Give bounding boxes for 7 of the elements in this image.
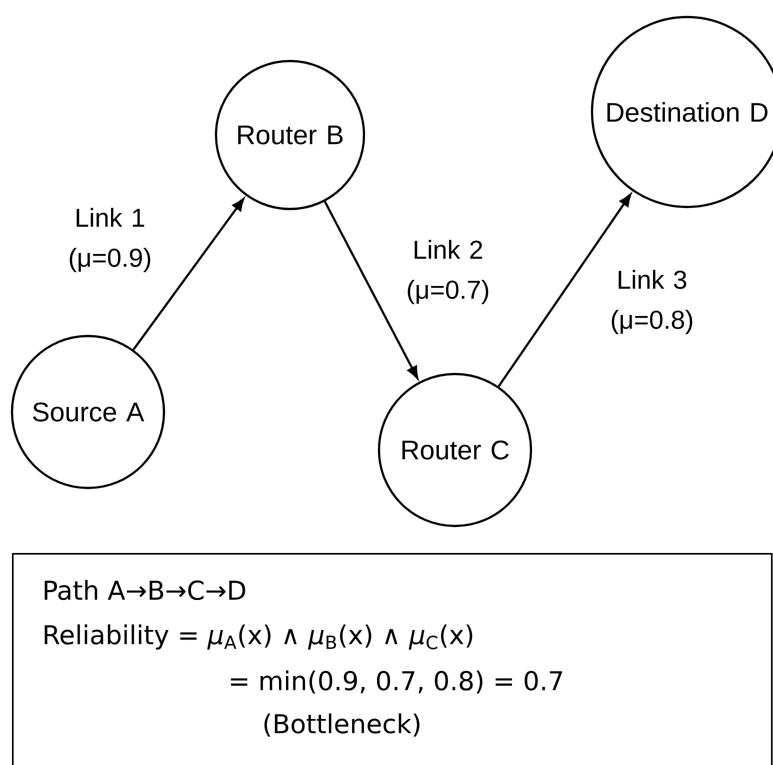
arrow: [132, 198, 244, 350]
formula-box: Path A→B→C→D Reliability = μ$_{A}$(x) ∧ μ$_{B}$(x) ∧ μ$_{C}$(x) = min(0.9, 0.7, 0.8) = 0.7 (Bottleneck): [12, 553, 773, 765]
edge-label: Link 1 (μ=0.9): [70, 208, 150, 272]
arrow: [498, 194, 632, 388]
edge-label: Link 3 (μ=0.8): [612, 270, 692, 334]
arrow: [324, 201, 418, 379]
edge-label: Link 2 (μ=0.7): [408, 240, 488, 304]
